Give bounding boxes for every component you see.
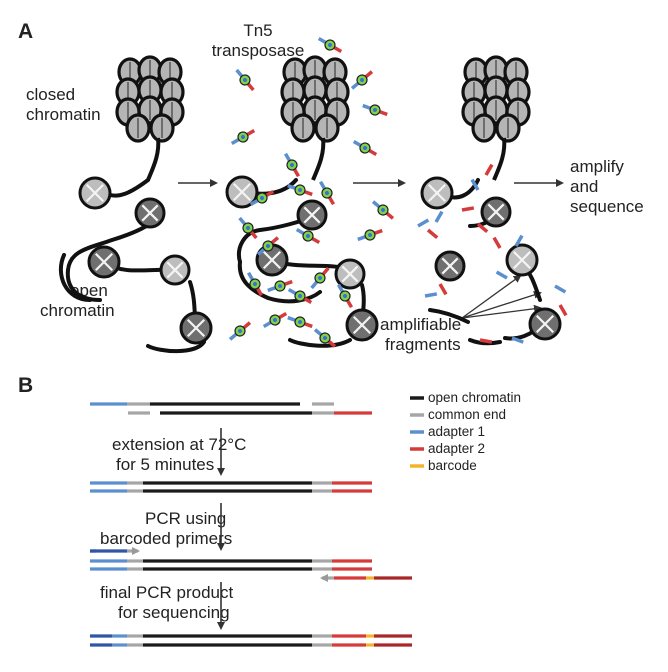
nucleosome	[434, 250, 466, 282]
tn5-transposase	[350, 70, 374, 90]
tn5-transposase	[230, 128, 256, 146]
amplify-label-line2: and	[570, 177, 598, 196]
nucleosome	[87, 245, 121, 279]
open-chromatin-strand	[468, 338, 502, 346]
closed-chromatin-label-line1: closed	[26, 85, 75, 104]
adapter-end	[558, 304, 568, 317]
adapter-end	[426, 228, 439, 240]
nucleosome	[159, 254, 191, 286]
adapter-end	[511, 336, 524, 344]
scene-fragmented-chromatin	[417, 55, 568, 346]
adapter-end	[424, 292, 438, 298]
chromatin-strand	[146, 137, 161, 181]
nucleosome	[420, 176, 454, 210]
nucleosome	[480, 196, 512, 228]
nucleosome	[345, 308, 379, 342]
open-chromatin-strand	[288, 338, 352, 348]
fragments-label-line1: amplifiable	[380, 315, 461, 334]
tn5-transposase	[318, 180, 336, 206]
closed-chromatin-cluster	[115, 55, 185, 181]
nucleosome	[225, 175, 259, 209]
nucleosome	[505, 243, 539, 277]
open-chromatin-strand	[58, 253, 92, 302]
tn5-transposase	[336, 283, 354, 309]
tn5-transposase	[249, 189, 275, 207]
adapter-end	[484, 163, 494, 176]
nucleosome	[296, 199, 328, 231]
step1-label-line2: for 5 minutes	[116, 455, 214, 474]
adapter-end	[417, 218, 430, 228]
tn5-transposase	[256, 236, 280, 256]
legend-label: adapter 1	[428, 424, 485, 439]
adapter-end	[434, 210, 444, 223]
tn5-transposase	[371, 200, 395, 220]
chromatin-strand	[492, 137, 507, 181]
tn5-transposase	[238, 216, 258, 240]
tn5-transposase	[313, 328, 337, 348]
chromatin-strand	[311, 137, 326, 181]
tn5-label-line2: transposase	[212, 41, 305, 60]
scene-closed-open-chromatin	[58, 55, 213, 354]
fragment-pointer-arrows	[461, 274, 542, 319]
step3-label-line2: for sequencing	[118, 603, 230, 622]
panel-a-label: A	[18, 20, 33, 43]
adapter-end	[470, 178, 480, 191]
legend-label: barcode	[428, 458, 477, 473]
tn5-label-line1: Tn5	[243, 21, 272, 40]
adapter-end	[514, 234, 524, 247]
tn5-transposase	[287, 287, 313, 305]
tn5-transposase	[287, 315, 313, 329]
tn5-transposase	[357, 228, 383, 242]
closed-chromatin-label-line2: chromatin	[26, 105, 101, 124]
legend-label: open chromatin	[428, 390, 521, 405]
adapter-end	[495, 270, 508, 280]
nucleosome	[179, 311, 213, 345]
closed-chromatin-cluster	[280, 55, 350, 181]
tn5-transposase	[287, 183, 313, 197]
tn5-transposase	[246, 271, 264, 297]
tn5-transposase	[310, 266, 330, 290]
adapter-end	[492, 236, 502, 249]
nucleosome	[134, 197, 166, 229]
step2-label-line1: PCR using	[145, 509, 226, 528]
adapter-end	[438, 283, 448, 296]
step2-label-line2: barcoded primers	[100, 529, 232, 548]
tn5-transposase	[295, 227, 321, 245]
adapter-end	[479, 338, 493, 344]
tn5-transposase	[228, 321, 252, 341]
step1-label-line1: extension at 72°C	[112, 435, 246, 454]
legend-label: common end	[428, 407, 506, 422]
tn5-transposase	[262, 311, 288, 329]
step3-label-line1: final PCR product	[100, 583, 234, 602]
nucleosome	[334, 258, 366, 290]
tn5-transposase	[267, 279, 293, 293]
legend-label: adapter 2	[428, 441, 485, 456]
closed-chromatin-cluster	[461, 55, 531, 181]
nucleosome	[78, 176, 112, 210]
adapter-end	[461, 206, 475, 212]
open-chromatin-strand	[428, 308, 470, 324]
open-chromatin-strand	[146, 340, 206, 354]
scene-tn5-insertion	[225, 36, 395, 348]
panel-b-label: B	[18, 374, 33, 397]
amplify-label-line3: sequence	[570, 197, 644, 216]
dna-strands	[90, 402, 412, 647]
adapter-end	[476, 222, 489, 234]
amplify-label-line1: amplify	[570, 157, 624, 176]
nucleosome	[528, 307, 562, 341]
tn5-transposase	[352, 139, 378, 157]
open-chromatin-strand	[237, 260, 322, 304]
tn5-transposase	[235, 68, 255, 92]
tn5-transposase	[283, 152, 301, 178]
open-chromatin-label-line2: chromatin	[40, 301, 115, 320]
adapter-end	[554, 284, 567, 294]
fragments-label-line2: fragments	[385, 335, 461, 354]
tn5-transposase	[317, 36, 343, 54]
tn5-transposase	[362, 103, 388, 117]
legend: open chromatin common end adapter 1 adapter…	[410, 390, 521, 473]
